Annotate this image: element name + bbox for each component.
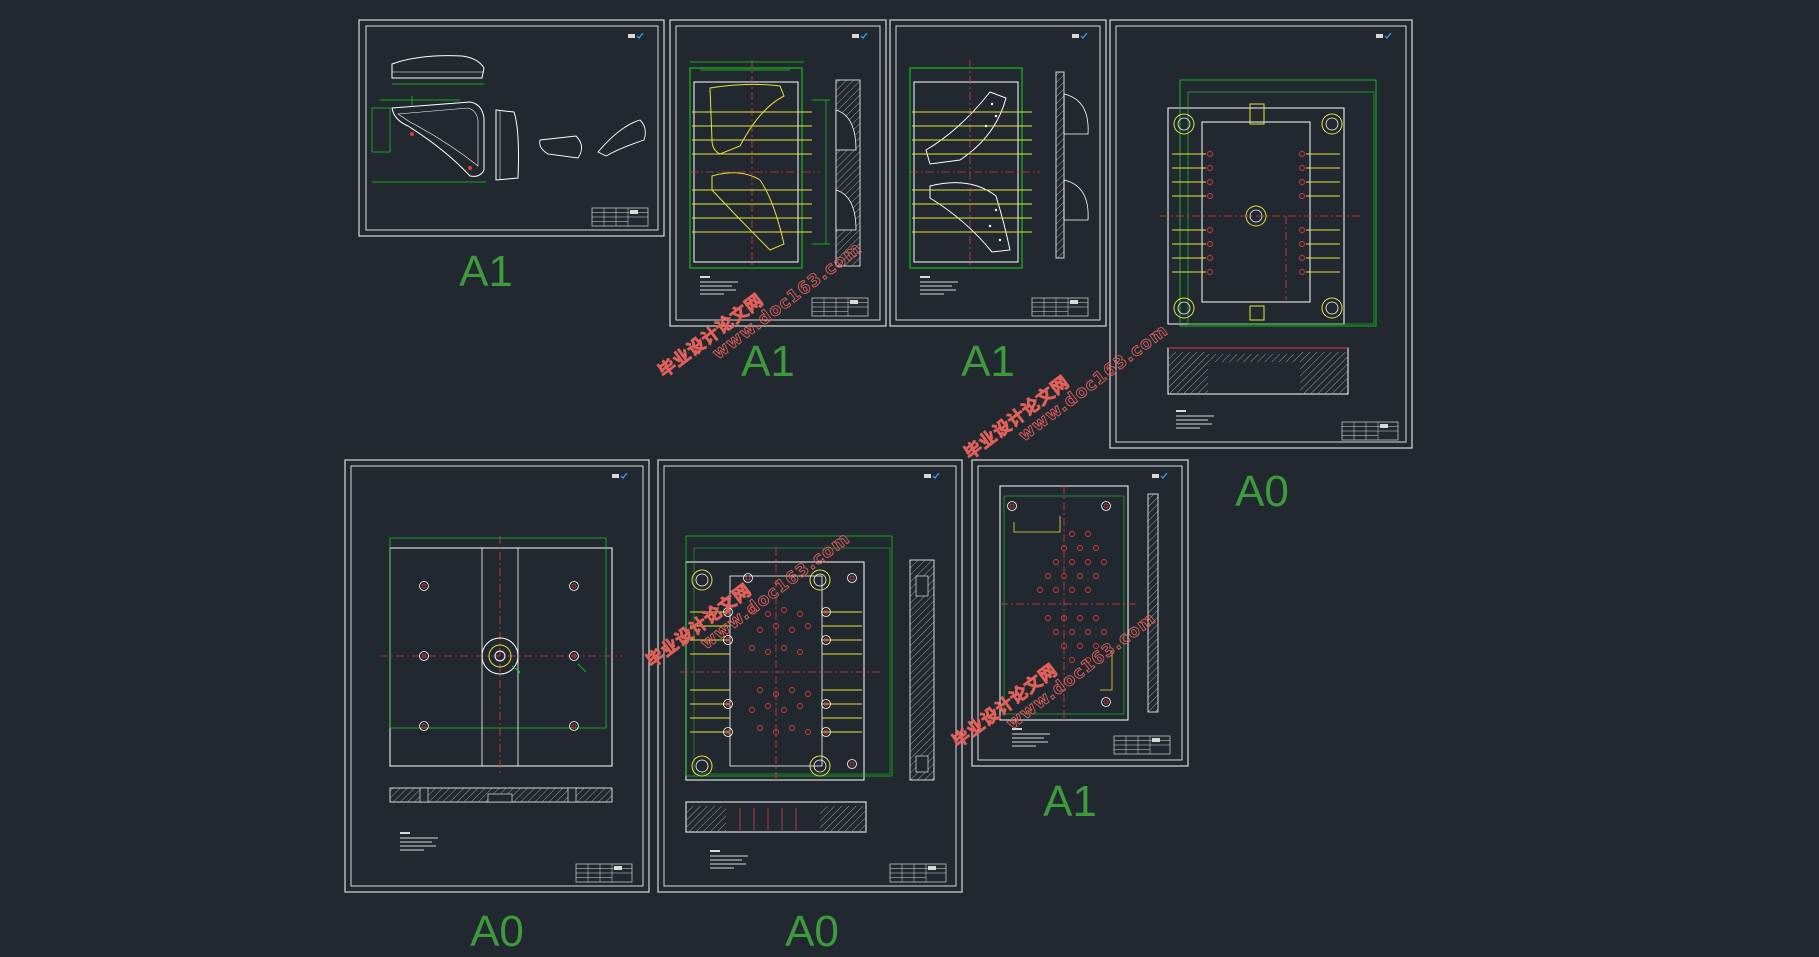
sheet-outer-frame: [657, 459, 963, 893]
sheet-size-label: A1: [961, 337, 1015, 386]
watermark-3: 毕业设计论文网 www.doc163.com: [642, 528, 855, 672]
sheet-part-drawing[interactable]: A1: [358, 19, 665, 296]
sheet-assembly-top-drawing[interactable]: A0: [1109, 19, 1413, 516]
sheet-size-label: A0: [470, 907, 524, 956]
sheet-inner-frame: [895, 25, 1101, 321]
sheet-outer-frame: [669, 19, 887, 327]
sheet-inner-frame: [977, 465, 1183, 761]
sheet-outer-frame: [344, 459, 650, 893]
sheet-inner-frame: [350, 465, 644, 887]
sheet-outer-frame: [1109, 19, 1413, 449]
sheet-inner-frame: [675, 25, 881, 321]
sheet-size-label: A0: [1235, 467, 1289, 516]
sheet-inner-frame: [365, 25, 659, 231]
sheet-cavity-drawing[interactable]: A1: [669, 19, 887, 386]
sheet-outer-frame: [358, 19, 665, 237]
svg-text:www.doc163.com: www.doc163.com: [697, 528, 854, 653]
sheet-size-label: A1: [1043, 777, 1097, 826]
sheet-core-drawing[interactable]: A1: [889, 19, 1107, 386]
sheet-outer-frame: [889, 19, 1107, 327]
svg-text:www.doc163.com: www.doc163.com: [1003, 608, 1160, 733]
svg-text:www.doc163.com: www.doc163.com: [1015, 320, 1172, 445]
sheet-size-label: A0: [785, 907, 839, 956]
watermark-2: 毕业设计论文网 www.doc163.com: [960, 320, 1173, 464]
sheet-size-label: A1: [459, 247, 513, 296]
sheet-outer-frame: [971, 459, 1189, 767]
sheet-plate-drawing[interactable]: A0: [344, 459, 650, 956]
sheet-inner-frame: [1115, 25, 1407, 443]
sheet-size-label: A1: [741, 337, 795, 386]
sheet-inner-frame: [663, 465, 957, 887]
sheet-assembly-drawing[interactable]: A0: [657, 459, 963, 956]
sheet-ejector-plate-drawing[interactable]: A1: [971, 459, 1189, 826]
